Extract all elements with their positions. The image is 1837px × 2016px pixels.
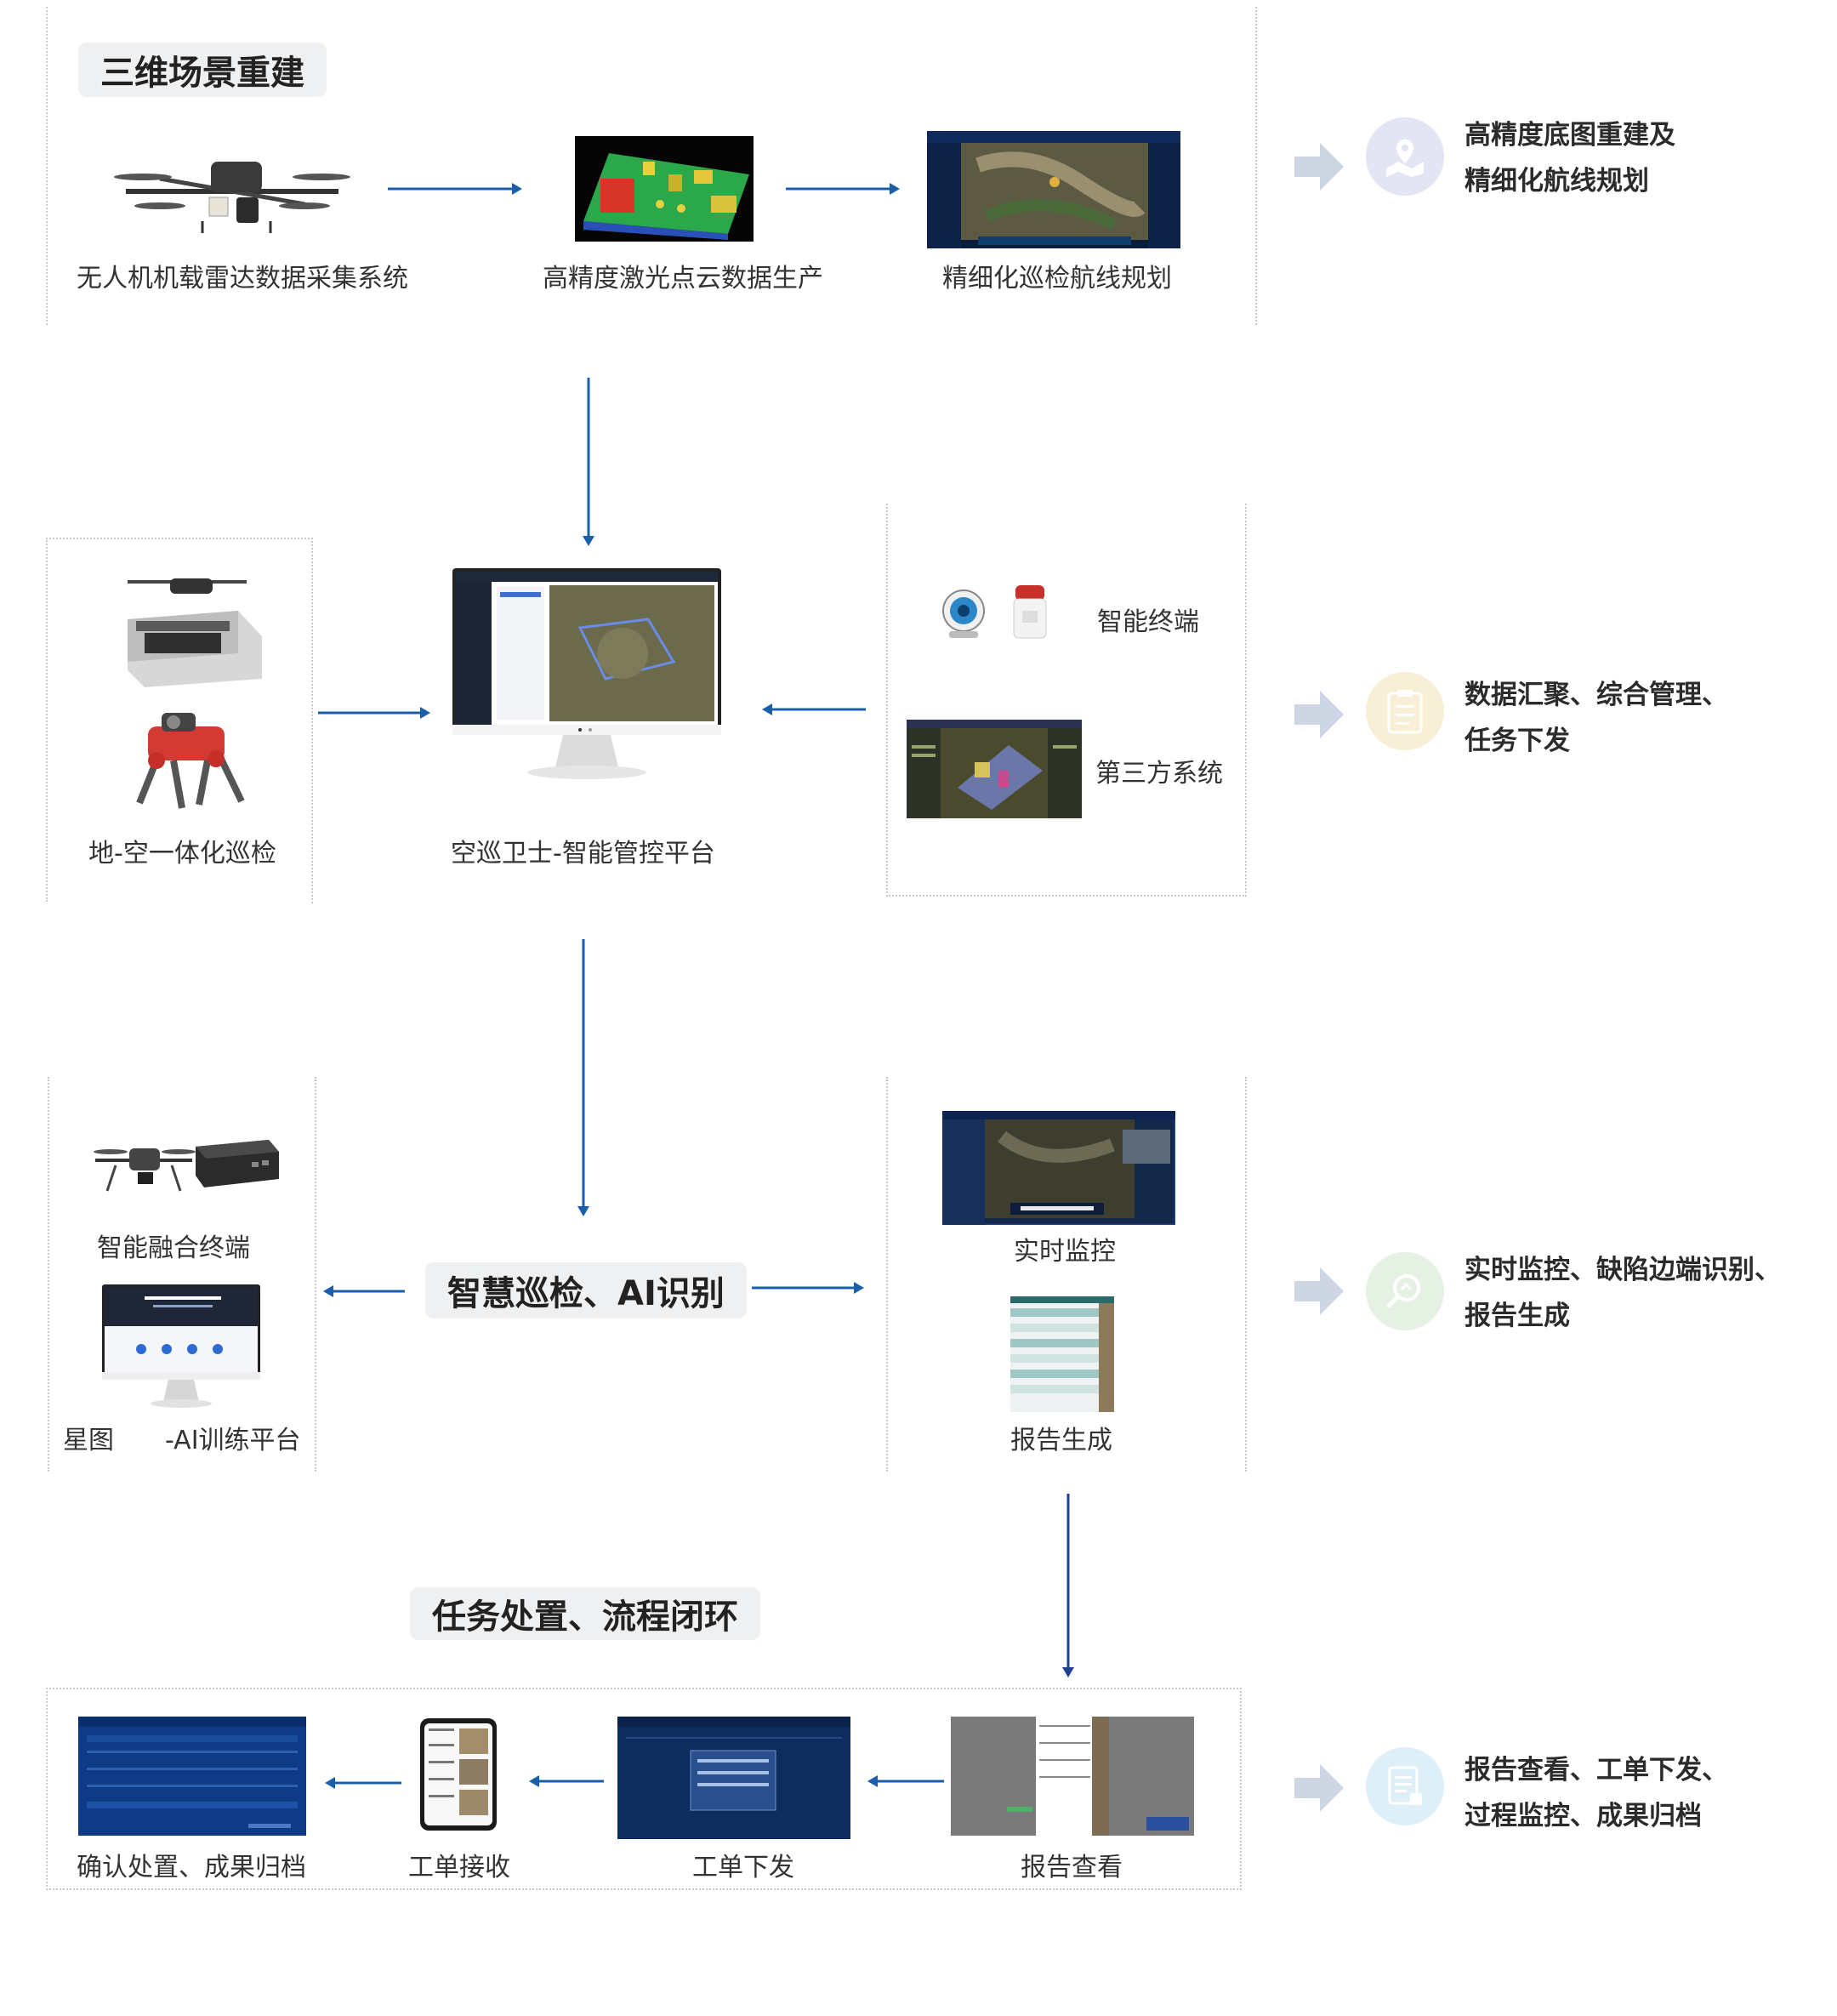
arrow-left xyxy=(762,703,866,715)
section1-title: 三维场景重建 xyxy=(78,43,327,97)
arrow-left xyxy=(529,1775,604,1787)
ai-training-monitor xyxy=(102,1284,260,1408)
summary-arrow-icon xyxy=(1294,143,1344,191)
third-party-system-screenshot xyxy=(907,720,1082,818)
summary-line: 报告查看、工单下发、 xyxy=(1464,1755,1728,1785)
realtime-monitor-label: 实时监控 xyxy=(1014,1237,1116,1267)
section1-frame xyxy=(46,7,1257,325)
step-label: 工单接收 xyxy=(408,1853,510,1882)
route-planning-screenshot xyxy=(927,131,1180,248)
ground-air-label: 地-空一体化巡检 xyxy=(88,839,276,868)
summary-line: 任务下发 xyxy=(1464,726,1570,756)
arrow-down xyxy=(1062,1494,1074,1677)
drone-hangar-image xyxy=(128,578,262,687)
robot-dog-image xyxy=(136,713,245,809)
step-label: 精细化巡检航线规划 xyxy=(942,264,1172,293)
smart-terminal-label: 智能终端 xyxy=(1097,607,1199,637)
section3-right-frame xyxy=(886,1077,1247,1472)
camera-terminal-icon xyxy=(942,589,985,638)
summary-line: 高精度底图重建及 xyxy=(1464,120,1675,151)
report-view-screenshot xyxy=(951,1717,1194,1836)
step-label: 无人机机载雷达数据采集系统 xyxy=(77,264,408,293)
section3-left-frame xyxy=(48,1077,316,1472)
realtime-monitor-screenshot xyxy=(942,1111,1175,1225)
arrow-right xyxy=(388,183,522,195)
arrow-down xyxy=(577,939,589,1216)
control-platform-label: 空巡卫士-智能管控平台 xyxy=(451,839,715,868)
dispatch-screenshot xyxy=(617,1717,850,1839)
summary-arrow-icon xyxy=(1294,1764,1344,1812)
summary-line: 实时监控、缺陷边端识别、 xyxy=(1464,1255,1781,1285)
arrow-right xyxy=(752,1282,864,1294)
clipboard-icon xyxy=(1366,672,1444,750)
point-cloud-image xyxy=(575,136,754,242)
sensor-terminal-icon xyxy=(1013,585,1047,639)
report-screenshot xyxy=(1010,1296,1114,1412)
section2-left-frame-edge xyxy=(46,538,48,902)
archive-screenshot xyxy=(78,1717,306,1836)
summary-text: 高精度底图重建及 精细化航线规划 xyxy=(1464,112,1675,204)
step-label: 高精度激光点云数据生产 xyxy=(543,264,823,293)
step-label: 确认处置、成果归档 xyxy=(77,1853,306,1882)
arrow-left xyxy=(323,1285,405,1297)
section2-right-frame xyxy=(886,504,1247,897)
summary-arrow-icon xyxy=(1294,1267,1344,1315)
summary-line: 数据汇聚、综合管理、 xyxy=(1464,680,1728,710)
control-platform-monitor xyxy=(452,568,721,779)
arrow-left xyxy=(867,1775,944,1787)
arrow-right xyxy=(318,707,430,719)
third-party-label: 第三方系统 xyxy=(1095,759,1223,789)
ai-training-label: -AI训练平台 xyxy=(165,1426,301,1455)
section4-title: 任务处置、流程闭环 xyxy=(410,1587,760,1640)
report-label: 报告生成 xyxy=(1010,1426,1112,1455)
summary-text: 实时监控、缺陷边端识别、 报告生成 xyxy=(1464,1247,1781,1339)
fusion-terminal-label: 智能融合终端 xyxy=(97,1233,250,1263)
arrow-right xyxy=(786,183,900,195)
work-order-phone xyxy=(420,1718,497,1831)
step-label: 工单下发 xyxy=(692,1853,794,1882)
summary-arrow-icon xyxy=(1294,691,1344,738)
summary-text: 数据汇聚、综合管理、 任务下发 xyxy=(1464,672,1728,764)
map-pin-icon xyxy=(1366,117,1444,196)
xingtu-label: 星图 xyxy=(63,1426,114,1455)
arrow-left xyxy=(325,1777,401,1789)
section4-frame xyxy=(46,1688,1242,1890)
section2-left-frame xyxy=(46,538,313,903)
drone-image xyxy=(114,162,350,233)
summary-line: 过程监控、成果归档 xyxy=(1464,1801,1702,1831)
magnifier-icon xyxy=(1366,1252,1444,1330)
step-label: 报告查看 xyxy=(1021,1853,1123,1882)
fusion-terminal-image xyxy=(94,1140,279,1192)
summary-line: 报告生成 xyxy=(1464,1301,1570,1331)
document-icon xyxy=(1366,1747,1444,1825)
arrow-down xyxy=(583,378,594,546)
section3-title: 智慧巡检、AI识别 xyxy=(425,1262,747,1318)
summary-line: 精细化航线规划 xyxy=(1464,166,1649,196)
summary-text: 报告查看、工单下发、 过程监控、成果归档 xyxy=(1464,1747,1728,1839)
